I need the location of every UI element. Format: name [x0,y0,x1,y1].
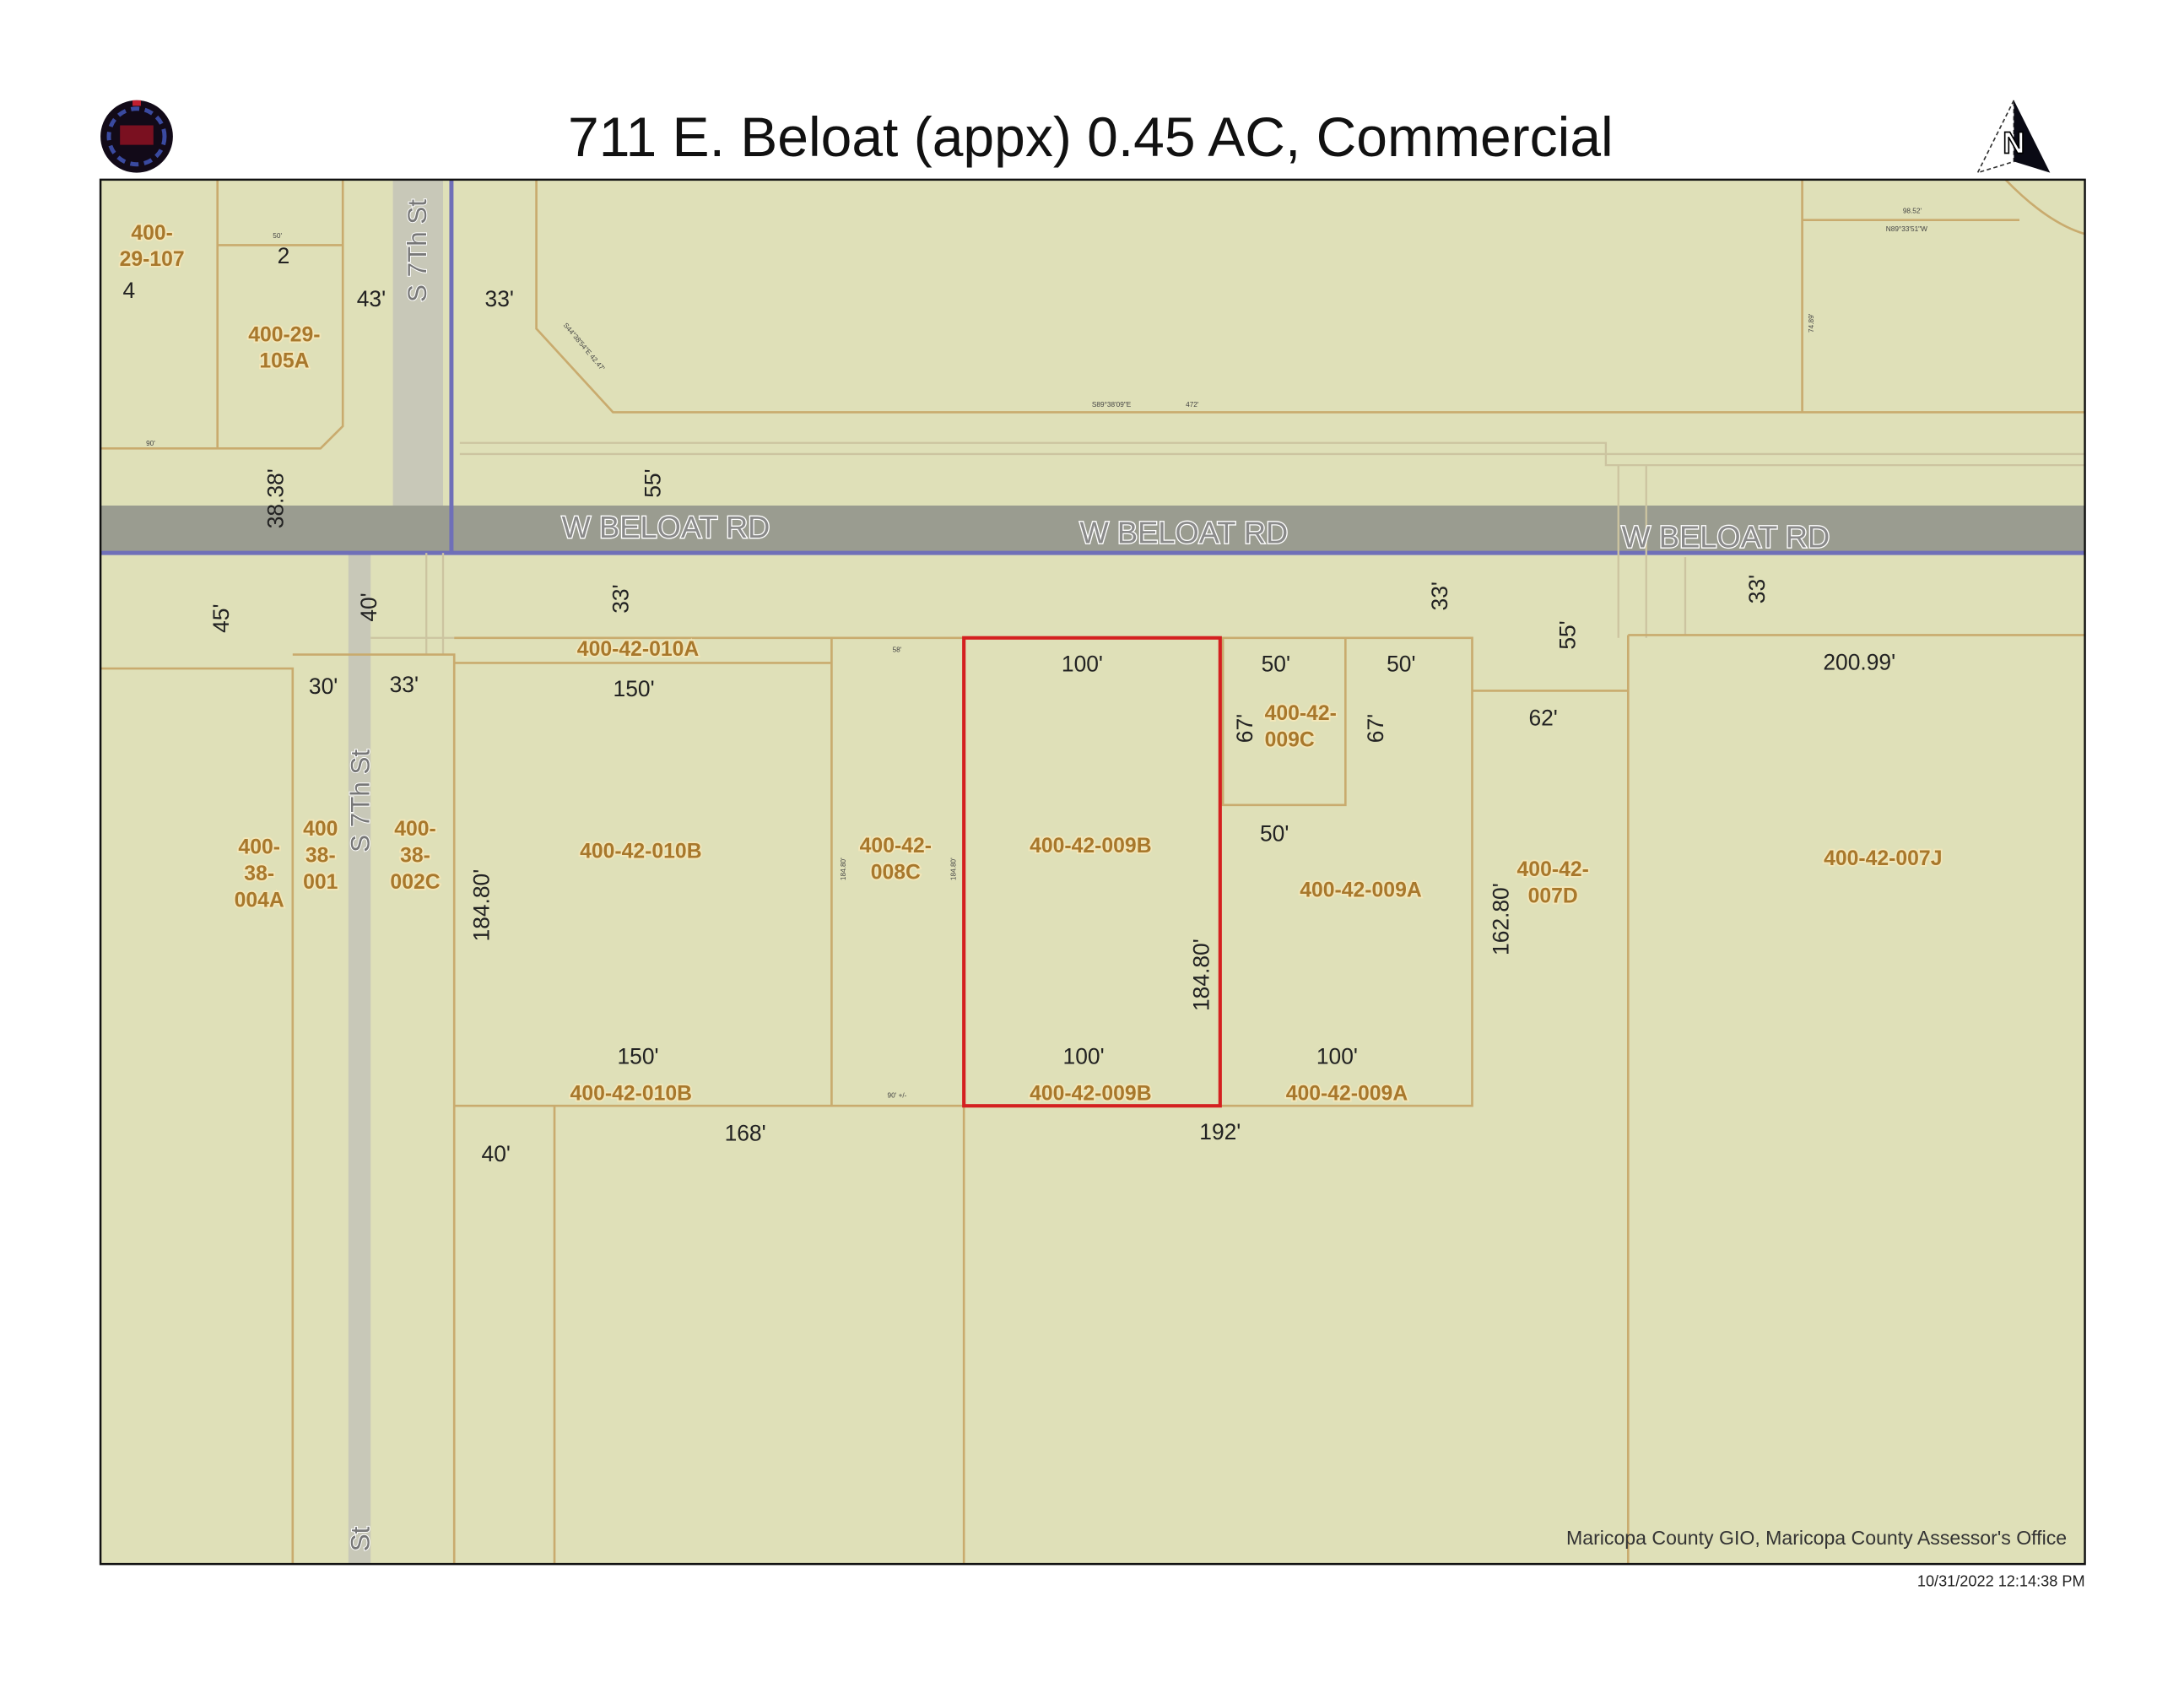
parcel-label[interactable]: 400-42-009A [1284,1081,1409,1107]
road-label-w-beloat-3: W BELOAT RD [1621,520,1830,555]
dimension-label-small: 74.89' [1808,313,1815,333]
dimension-label: 2 [278,243,290,268]
dimension-labels: 4 2 43' 33' 38.38' 55' 45' 40' 33' 30' 3… [122,207,1927,1166]
dimension-label: 45' [208,603,234,632]
dimension-label-small: N89°33'51"W [1886,225,1927,233]
parcel-label[interactable]: 004A [233,887,286,913]
dimension-label: 4 [122,278,135,303]
parcel-label[interactable]: 400-42-010A [576,636,700,663]
parcel-label[interactable]: 001 [301,869,339,895]
dimension-label: 50' [1260,821,1289,847]
map-canvas[interactable]: W BELOAT RD W BELOAT RD W BELOAT RD S 7T… [99,178,2086,1566]
w-beloat-rd-road [100,506,2085,554]
parcel-labels: 400- 29-107 400-29- 105A 400-42-010A 400… [118,220,1944,1107]
road-label-s-7th-st-south: S 7Th St [346,749,376,852]
dimension-label: 50' [1387,651,1415,676]
dimension-label: 55' [1555,620,1581,649]
dimension-label: 67' [1232,714,1257,743]
dimension-label: 200.99' [1823,650,1895,675]
dimension-label: 33' [1427,582,1452,610]
dimension-label: 100' [1063,1044,1105,1069]
print-timestamp: 10/31/2022 12:14:38 PM [1917,1573,2085,1590]
dimension-label: 67' [1363,714,1388,743]
dimension-label-small: 184.80' [840,858,847,880]
parcel-label[interactable]: 400-42- [1516,857,1591,883]
map-title: 711 E. Beloat (appx) 0.45 AC, Commercial [568,106,1614,168]
dimension-label: 168' [725,1120,766,1145]
dimension-label: 33' [390,672,419,697]
parcel-label[interactable]: 007D [1527,883,1580,909]
parcel-label[interactable]: 400-42-009B [1028,1081,1153,1107]
parcel-label[interactable]: 38- [398,843,431,869]
dimension-label: 100' [1316,1044,1358,1069]
dimension-label: 40' [482,1141,511,1166]
dimension-label: 162.80' [1488,883,1513,955]
road-label-w-beloat-2: W BELOAT RD [1080,516,1289,550]
parcel-label[interactable]: 105A [258,349,311,375]
parcel-label[interactable]: 400-42-007J [1822,846,1943,872]
map-credit: Maricopa County GIO, Maricopa County Ass… [1566,1527,2067,1549]
parcel-label[interactable]: 400-29- [246,322,322,348]
parcel-label[interactable]: 400-42-009A [1298,878,1423,904]
dimension-label-small: 472' [1186,401,1199,408]
parcel-label[interactable]: 29-107 [118,246,187,273]
dimension-label-small: 90' +/- [888,1091,907,1099]
dimension-label: 100' [1062,651,1103,676]
dimension-label: 50' [1262,651,1290,676]
dimension-label: 184.80' [468,869,494,942]
road-label-s-7th-st-north: S 7Th St [403,199,432,302]
dimension-label-small: S89°38'09"E [1092,401,1132,408]
dimension-label-small: 98.52' [1903,207,1922,214]
dimension-label: 192' [1199,1119,1241,1144]
parcel-label[interactable]: 009C [1263,728,1316,754]
dimension-label: 184.80' [1189,939,1214,1011]
parcel-label[interactable]: 400 [301,816,339,842]
dimension-label: 62' [1528,706,1557,731]
subject-parcel-outline[interactable] [962,636,1222,1108]
dimension-label-small: 90' [146,440,155,447]
north-arrow-icon: N [1976,100,2051,174]
parcel-label[interactable]: 400-42-010B [569,1081,694,1107]
dimension-label: 55' [640,468,665,497]
map-frame [99,178,2086,1566]
road-label-w-beloat-1: W BELOAT RD [562,510,770,544]
parcel-label[interactable]: 400-42- [858,833,933,859]
s-7th-st-north-road [392,179,444,506]
dimension-label-small: 58' [893,646,902,653]
dimension-label: 150' [614,676,655,701]
parcel-label[interactable]: 008C [869,859,922,885]
parcel-label-subject[interactable]: 400-42-009B [1028,833,1153,859]
dimension-label: 150' [618,1044,659,1069]
county-seal-icon [100,100,173,173]
parcel-label[interactable]: 400- [130,220,175,246]
parcel-label[interactable]: 002C [389,869,442,895]
s-7th-st-south-road [348,553,371,1565]
parcel-label[interactable]: 400- [392,816,437,842]
dimension-label: 33' [608,584,633,613]
road-label-st: St [346,1526,376,1551]
parcel-label[interactable]: 400-42-010B [578,839,703,865]
parcel-label[interactable]: 400-42- [1263,701,1338,727]
dimension-label: 30' [309,674,338,699]
dimension-label: 38.38' [262,468,288,528]
dimension-label: 33' [1744,575,1770,603]
dimension-label-small: 184.80' [949,858,957,880]
dimension-label-small: 50' [273,232,282,240]
dimension-label: 43' [357,286,386,311]
parcel-label[interactable]: 38- [304,843,337,869]
dimension-label: 33' [485,286,514,311]
parcel-label[interactable]: 400- [237,835,282,861]
dimension-label: 40' [356,592,381,621]
north-label: N [2003,126,2025,160]
parcel-label[interactable]: 38- [242,861,275,887]
